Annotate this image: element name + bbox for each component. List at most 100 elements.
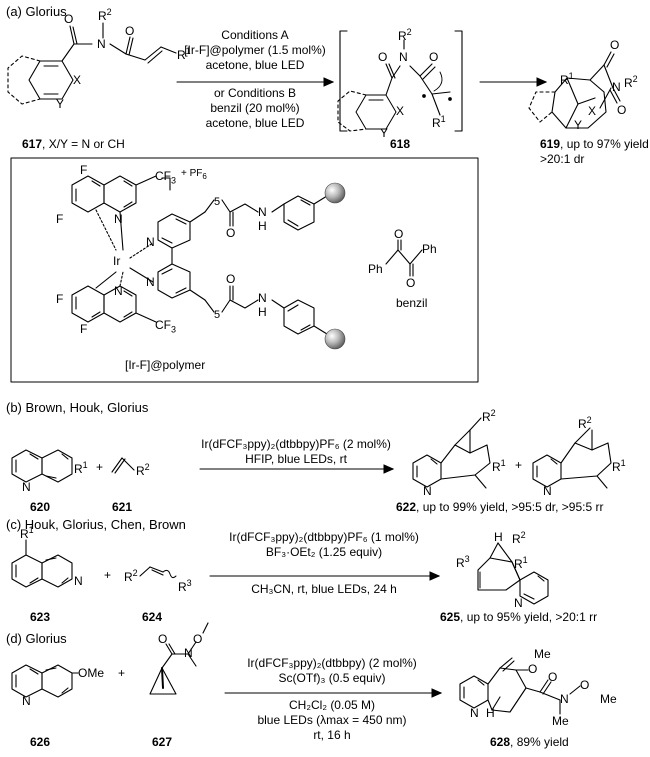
cond-line: [Ir-F]@polymer (1.5 mol%)	[184, 43, 326, 57]
atom-n: N	[399, 50, 408, 64]
plus-sign: +	[104, 568, 112, 582]
compound-617-label: 617, X/Y = N or CH	[22, 137, 125, 151]
compound-620-label: 620	[30, 500, 51, 514]
compound-622-label: 622, up to 99% yield, >95:5 dr, >95:5 rr	[396, 500, 604, 514]
atom-h: H	[486, 706, 495, 720]
atom-y: Y	[380, 126, 389, 140]
atom-o: O	[610, 38, 620, 52]
atom-n: N	[114, 212, 123, 226]
section-b-title: (b) Brown, Houk, Glorius	[6, 400, 149, 415]
group-ph: Ph	[422, 242, 437, 256]
compound-618-label: 618	[390, 137, 411, 151]
atom-f: F	[56, 292, 64, 306]
compound-628-label: 628, 89% yield	[490, 735, 569, 749]
molecule-617	[7, 22, 177, 105]
cond-line: CH₃CN, rt, blue LEDs, 24 h	[251, 582, 397, 596]
atom-n: N	[146, 275, 155, 289]
atom-f: F	[56, 212, 64, 226]
atom-n: N	[97, 37, 106, 51]
atom-r1: R1	[560, 71, 574, 87]
atom-o: O	[617, 103, 627, 117]
atom-r1: R1	[20, 525, 34, 541]
atom-o: O	[580, 678, 590, 692]
atom-r1: R1	[177, 46, 191, 62]
atom-n: N	[514, 596, 523, 610]
atom-o: O	[125, 24, 135, 38]
conditions-b-rxn: Ir(dFCF₃ppy)₂(dtbbpy)PF₆ (2 mol%) HFIP, …	[198, 437, 394, 467]
group-cf3: CF3	[155, 318, 177, 335]
atom-r1: R1	[514, 555, 528, 571]
molecule-622a	[412, 417, 491, 489]
atom-r2: R2	[136, 462, 150, 478]
benzil-structure	[385, 239, 423, 277]
atom-r1: R1	[74, 460, 88, 476]
atom-r2: R2	[398, 27, 412, 43]
iridium-catalyst-structure	[71, 175, 328, 335]
atom-r3: R3	[178, 578, 192, 594]
molecule-618	[337, 39, 452, 132]
compound-621-label: 621	[112, 500, 133, 514]
section-a-title: (a) Glorius	[6, 4, 67, 19]
molecule-619	[528, 51, 621, 129]
cond-line: Ir(dFCF₃ppy)₂(dtbbpy)PF₆ (2 mol%)	[201, 437, 391, 451]
molecule-622b	[532, 427, 612, 489]
atom-o: O	[158, 632, 168, 646]
atom-o: O	[394, 227, 404, 241]
atom-f: F	[80, 322, 88, 336]
conditions-c-below: CH₃CN, rt, blue LEDs, 24 h	[208, 582, 440, 597]
atom-n: N	[560, 692, 569, 706]
molecule-626	[11, 664, 79, 698]
atom-n: N	[423, 484, 432, 498]
atom-r2: R2	[98, 7, 112, 23]
atom-r2: R2	[578, 415, 592, 431]
atom-n: N	[184, 646, 193, 660]
atom-r1: R1	[492, 458, 506, 474]
cond-line: benzil (20 mol%)	[210, 101, 300, 115]
atom-r1: R1	[432, 114, 446, 130]
polymer-bead-bottom	[324, 328, 346, 350]
molecule-623	[11, 539, 73, 588]
section-d-title: (d) Glorius	[6, 631, 67, 646]
cond-line: Ir(dFCF₃ppy)₂(dtbbpy) (2 mol%)	[247, 656, 417, 670]
cond-line: rt, 16 h	[313, 728, 351, 742]
conditions-d-bottom: CH₂Cl₂ (0.05 M) blue LEDs (λmax = 450 nm…	[226, 698, 438, 743]
atom-f: F	[80, 163, 88, 177]
atom-o: O	[64, 12, 74, 26]
conditions-a: Conditions A [Ir-F]@polymer (1.5 mol%) a…	[183, 28, 327, 73]
atom-o: O	[528, 662, 538, 676]
molecule-628	[459, 657, 581, 715]
compound-619-label: 619, up to 97% yield	[540, 137, 649, 151]
compound-625-label: 625, up to 95% yield, >20:1 rr	[440, 610, 598, 624]
atom-n: N	[114, 284, 123, 298]
section-c-title: (c) Houk, Glorius, Chen, Brown	[6, 517, 186, 532]
plus-sign: +	[96, 460, 104, 474]
atom-y: Y	[574, 118, 583, 132]
atom-o: O	[226, 226, 236, 240]
cond-line: BF₃·OEt₂ (1.25 equiv)	[265, 545, 383, 559]
atom-r2: R2	[482, 408, 496, 424]
atom-o: O	[548, 670, 558, 684]
atom-x: X	[588, 104, 597, 118]
group-me: Me	[552, 714, 569, 728]
catalyst-label: [Ir-F]@polymer	[125, 358, 206, 372]
cond-line: acetone, blue LED	[205, 116, 305, 130]
compound-623-label: 623	[30, 610, 51, 624]
cond-line: HFIP, blue LEDs, rt	[245, 452, 347, 466]
group-cf3: CF3	[155, 169, 177, 186]
atom-ir: Ir	[113, 254, 121, 268]
cond-line: Conditions A	[221, 28, 289, 42]
cond-line: CH₂Cl₂ (0.05 M)	[289, 698, 375, 712]
cond-line: blue LEDs (λmax = 450 nm)	[257, 713, 407, 727]
atom-n: N	[470, 706, 479, 720]
atom-r2: R2	[624, 74, 638, 90]
atom-o: O	[429, 50, 439, 64]
atom-o: O	[226, 272, 236, 286]
benzil-label: benzil	[396, 296, 428, 310]
molecule-627	[149, 622, 209, 695]
counterion-pf6: + PF6	[181, 168, 207, 181]
cond-line: Ir(dFCF₃ppy)₂(dtbbpy)PF₆ (1 mol%)	[229, 530, 419, 544]
group-me: Me	[600, 692, 617, 706]
compound-626-label: 626	[30, 735, 51, 749]
atom-o: O	[378, 50, 388, 64]
